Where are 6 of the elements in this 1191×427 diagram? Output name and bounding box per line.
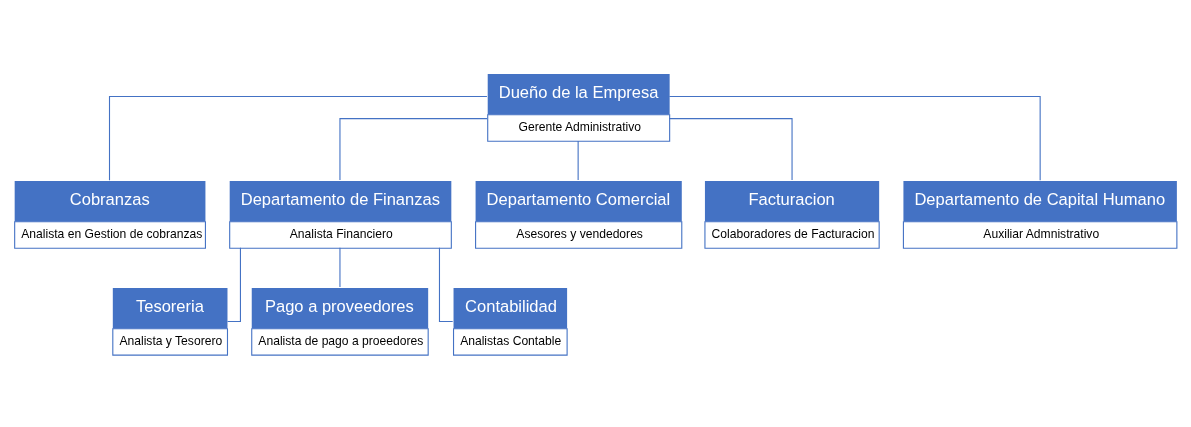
connector xyxy=(339,117,488,181)
connector xyxy=(577,139,579,181)
connector xyxy=(668,95,1041,181)
connector xyxy=(339,246,341,288)
connector xyxy=(668,117,793,181)
connector xyxy=(108,95,488,181)
